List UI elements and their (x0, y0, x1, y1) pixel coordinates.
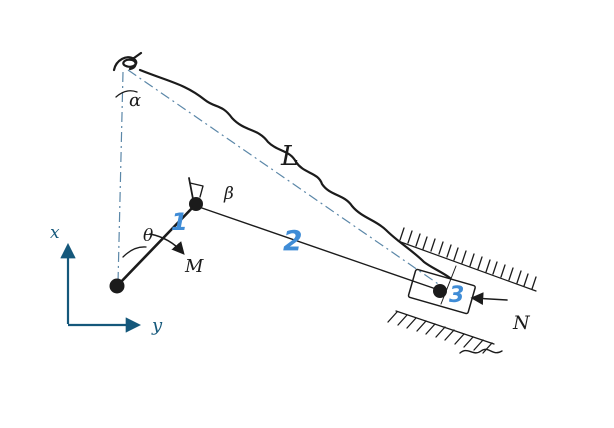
x-axis-label: x (50, 223, 60, 243)
block-pen-stroke (440, 265, 457, 305)
angle-marks (115, 90, 204, 258)
coordinate-axes: x y (50, 223, 163, 336)
slider-3-number: 3 (449, 283, 464, 308)
reference-lines (117, 69, 448, 291)
vertical-reference-line (117, 71, 124, 284)
link-1-bar (116, 203, 197, 287)
moment-arrow (149, 233, 185, 255)
rope-length-label: L (280, 141, 299, 172)
theta-label: θ (143, 226, 153, 246)
force-N-arrow (470, 292, 508, 305)
link-1-number: 1 (171, 208, 188, 236)
beta-label: β (223, 184, 234, 204)
joint-3-pin (433, 284, 447, 298)
lower-hatching (387, 310, 503, 354)
joint-2-pin (189, 197, 203, 211)
diagonal-reference-line (127, 69, 448, 291)
upper-hatch-marks (399, 227, 537, 290)
beta-angle-square (189, 182, 204, 198)
link-2-number: 2 (283, 224, 302, 257)
joint-1-pin (109, 278, 125, 294)
upper-incline-line (397, 240, 537, 292)
y-axis-label: y (151, 315, 163, 336)
link-2-bar (198, 206, 437, 290)
force-N-label: N (512, 312, 531, 334)
top-pivot-scribble (112, 51, 143, 72)
beta-reference-tick (188, 177, 194, 200)
moment-label: M (184, 256, 204, 277)
theta-angle-arc (122, 246, 147, 258)
upper-hatching (397, 227, 537, 292)
alpha-angle-arc (115, 90, 138, 98)
alpha-label: α (129, 90, 141, 111)
rope-curve (138, 68, 452, 280)
ground-squiggle (459, 348, 503, 354)
joints (109, 197, 447, 298)
lower-hatch-marks (387, 311, 493, 354)
